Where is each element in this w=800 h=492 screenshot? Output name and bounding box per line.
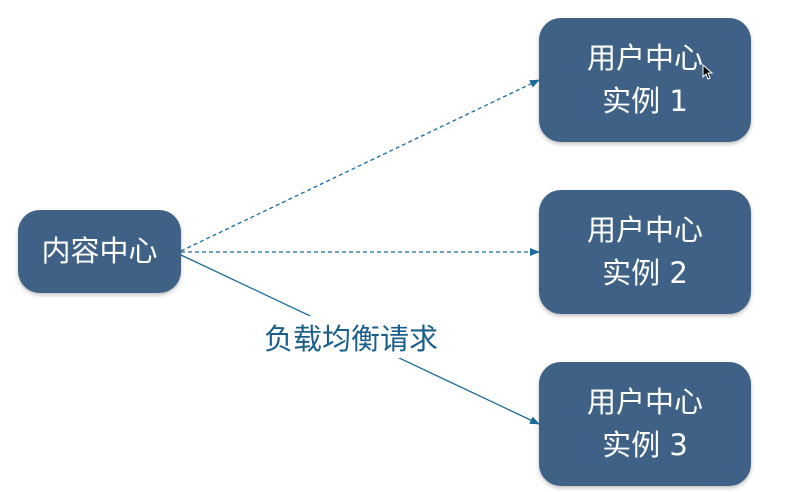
- mouse-cursor-icon: [702, 64, 714, 80]
- user-center-instance-2-node: 用户中心 实例 2: [539, 190, 751, 314]
- user-center-instance-3-node: 用户中心 实例 3: [539, 362, 751, 486]
- content-center-node: 内容中心: [18, 210, 181, 293]
- user-center-instance-1-subtitle: 实例 1: [602, 84, 688, 118]
- content-center-label: 内容中心: [41, 233, 158, 268]
- user-center-instance-3-subtitle: 实例 3: [602, 428, 688, 462]
- user-center-instance-2-subtitle: 实例 2: [602, 256, 688, 290]
- load-balancing-request-label: 负载均衡请求: [260, 316, 443, 358]
- user-center-instance-2-title: 用户中心: [586, 212, 703, 247]
- user-center-instance-3-title: 用户中心: [586, 384, 703, 419]
- user-center-instance-1-node: 用户中心 实例 1: [539, 18, 751, 142]
- user-center-instance-1-title: 用户中心: [586, 40, 703, 75]
- edge-to-instance-1: [180, 79, 540, 252]
